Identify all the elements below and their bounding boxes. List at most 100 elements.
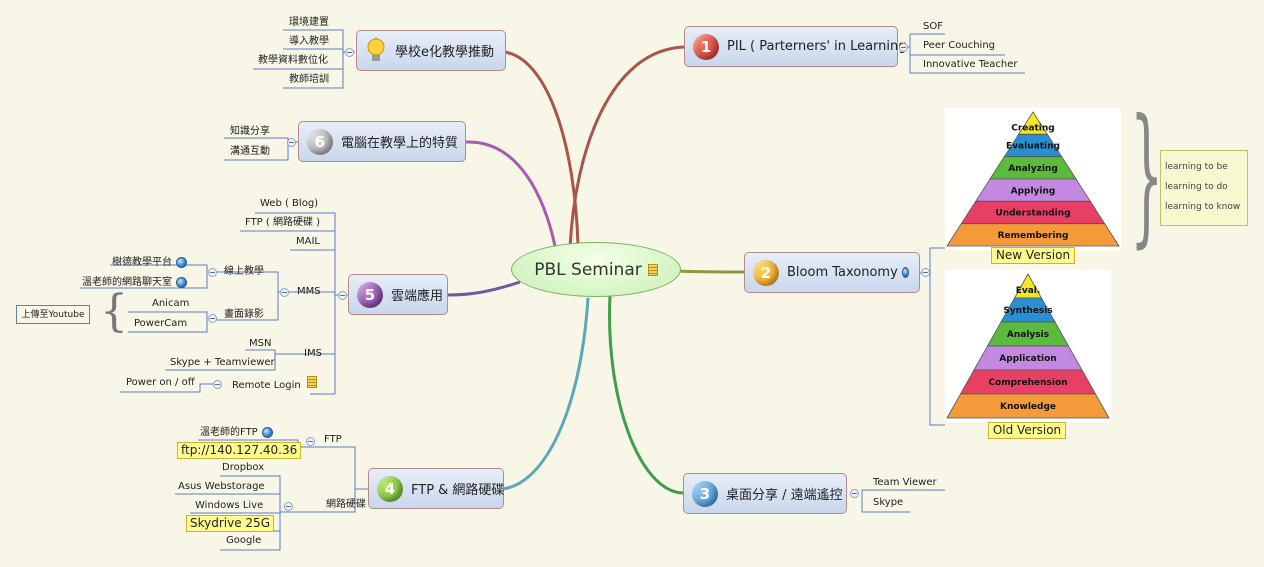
topic-cloud-label: 雲端應用 — [391, 289, 444, 304]
leaf-skydrive: Skydrive 25G — [186, 515, 274, 532]
leaf-shute-platform: 樹德教學平台 — [112, 256, 187, 270]
number-4-icon: 4 — [377, 475, 403, 502]
collapse-toggle[interactable] — [306, 437, 315, 446]
youtube-upload-note: 上傳至Youtube — [16, 305, 90, 324]
collapse-toggle[interactable] — [850, 489, 859, 498]
leaf-powercam: PowerCam — [134, 318, 188, 329]
topic-bloom-taxonomy[interactable]: 2 Bloom Taxonomy — [744, 252, 920, 293]
remote-login-label: Remote Login — [232, 380, 301, 391]
leaf-team-viewer: Team Viewer — [873, 477, 937, 488]
pyramid-tier-label: Evaluating — [1006, 142, 1060, 152]
topic-ftp-label: FTP & 網路硬碟 — [411, 483, 505, 498]
collapse-toggle[interactable] — [338, 291, 347, 300]
globe-icon — [901, 267, 909, 278]
topic-desktop-sharing[interactable]: 3 桌面分享 / 遠端遙控 — [683, 473, 847, 514]
branch-remote-login: Remote Login — [232, 376, 317, 393]
topic-bloom-label: Bloom Taxonomy — [787, 265, 898, 280]
number-6-icon: 6 — [307, 128, 333, 155]
leaf-digitize-materials: 教學資料數位化 — [258, 55, 328, 66]
leaf-ftp-disk: FTP ( 網路硬碟 ) — [245, 217, 321, 228]
leaf-peer-couching: Peer Couching — [923, 40, 996, 51]
note-icon — [306, 376, 317, 388]
number-1-icon: 1 — [693, 33, 719, 60]
lightbulb-icon — [367, 36, 385, 61]
collapse-toggle[interactable] — [213, 380, 222, 389]
topic-computer-label: 電腦在教學上的特質 — [341, 136, 459, 151]
leaf-windows-live: Windows Live — [195, 500, 264, 511]
leaf-knowledge-sharing: 知識分享 — [230, 126, 270, 137]
branch-ims: IMS — [304, 348, 322, 359]
branch-online-teaching: 線上教學 — [224, 266, 264, 277]
leaf-anicam: Anicam — [152, 298, 190, 309]
teacher-ftp-label: 溫老師的FTP — [200, 427, 258, 438]
topic-pil[interactable]: 1 PIL ( Parterners' in Learning — [684, 26, 907, 67]
leaf-power-on-off: Power on / off — [126, 377, 195, 388]
globe-icon — [176, 256, 187, 268]
leaf-introduce-teaching: 導入教學 — [289, 36, 329, 47]
globe-icon — [261, 426, 273, 438]
pyramid-tier-label: Analyzing — [1008, 164, 1058, 174]
pyramid-tier — [946, 223, 1120, 247]
pyramid-tier-label: Application — [999, 354, 1056, 364]
note-line: learning to do — [1165, 182, 1228, 192]
pyramid-tier — [946, 393, 1110, 419]
collapse-toggle[interactable] — [208, 314, 217, 323]
leaf-skype-teamviewer: Skype + Teamviewer — [170, 357, 275, 368]
leaf-mail: MAIL — [296, 236, 320, 247]
pyramid-tier-label: Synthesis — [1003, 306, 1052, 316]
topic-desktop-sharing-label: 桌面分享 / 遠端遙控 — [726, 488, 843, 503]
number-5-icon: 5 — [357, 281, 383, 308]
left-brace: { — [100, 286, 128, 337]
topic-pil-label: PIL ( Parterners' in Learning — [727, 39, 907, 54]
branch-mms: MMS — [297, 286, 321, 297]
collapse-toggle[interactable] — [280, 288, 289, 297]
leaf-communication: 溝通互動 — [230, 146, 270, 157]
collapse-toggle[interactable] — [208, 268, 217, 277]
old-version-label: Old Version — [988, 422, 1066, 439]
collapse-toggle[interactable] — [899, 43, 908, 52]
new-version-label: New Version — [991, 247, 1075, 264]
note-line: learning to know — [1165, 202, 1241, 212]
chatroom-label: 溫老師的網路聊天室 — [82, 277, 172, 288]
collapse-toggle[interactable] — [287, 138, 296, 147]
leaf-sof: SOF — [923, 21, 943, 32]
collapse-toggle[interactable] — [284, 502, 293, 511]
leaf-web-blog: Web ( Blog) — [260, 198, 319, 209]
ftp-address[interactable]: ftp://140.127.40.36 — [177, 442, 302, 459]
pyramid-tier-label: Eval. — [1016, 286, 1041, 296]
topic-ftp-network-disk[interactable]: 4 FTP & 網路硬碟 — [368, 468, 504, 509]
number-3-icon: 3 — [692, 480, 718, 507]
pyramid-tier-label: Comprehension — [988, 378, 1067, 388]
globe-icon — [176, 276, 187, 288]
leaf-environment: 環境建置 — [289, 17, 329, 28]
branch-screen-recording: 畫面錄影 — [224, 309, 264, 320]
collapse-toggle[interactable] — [921, 268, 930, 277]
pyramid-tier-label: Remembering — [998, 231, 1069, 241]
leaf-innovative-teacher: Innovative Teacher — [923, 59, 1018, 70]
pyramid-tier-label: Creating — [1011, 123, 1054, 133]
leaf-dropbox: Dropbox — [222, 462, 265, 473]
branch-network-disk: 網路硬碟 — [326, 499, 366, 510]
central-topic[interactable]: PBL Seminar — [511, 242, 681, 297]
pyramid-tier-label: Knowledge — [1000, 402, 1056, 412]
leaf-msn: MSN — [249, 338, 272, 349]
pyramid-tier-label: Applying — [1011, 186, 1056, 196]
platform-label: 樹德教學平台 — [112, 257, 172, 268]
number-2-icon: 2 — [753, 259, 779, 286]
note-line: learning to be — [1165, 162, 1228, 172]
central-topic-label: PBL Seminar — [534, 259, 642, 280]
topic-school-e-learning[interactable]: 學校e化教學推動 — [356, 30, 506, 71]
topic-school-label: 學校e化教學推動 — [395, 45, 494, 60]
leaf-skype: Skype — [873, 497, 904, 508]
pyramid-tier-label: Understanding — [995, 209, 1070, 219]
leaf-teacher-training: 教師培訓 — [289, 74, 329, 85]
collapse-toggle[interactable] — [345, 48, 354, 57]
right-brace: } — [1130, 88, 1164, 262]
note-icon — [647, 263, 658, 276]
topic-computer-features[interactable]: 6 電腦在教學上的特質 — [298, 121, 466, 162]
topic-cloud-apps[interactable]: 5 雲端應用 — [348, 274, 448, 315]
branch-ftp: FTP — [324, 434, 342, 445]
